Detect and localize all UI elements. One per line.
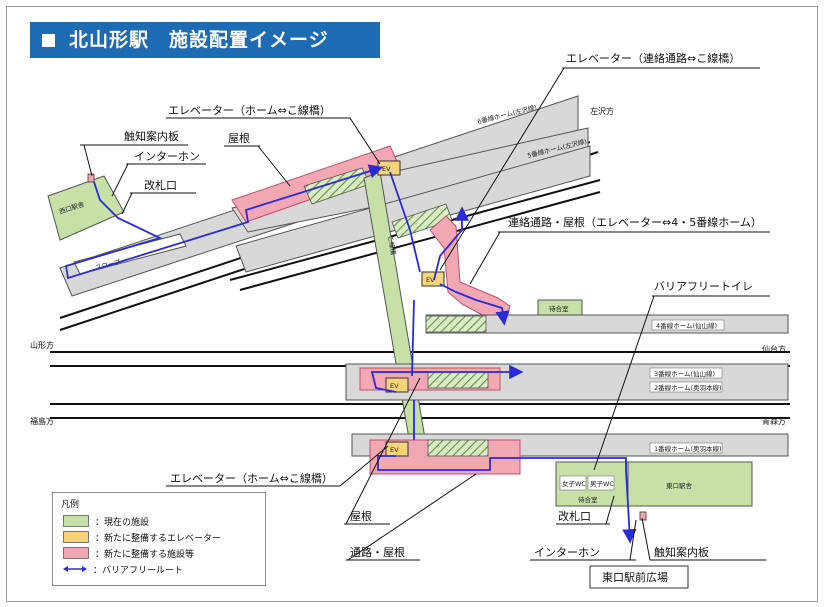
legend-row-elevator: ：新たに整備するエレベーター [63, 531, 222, 544]
label-platform-4: 4番線ホーム(仙山線) [656, 321, 717, 330]
legend: 凡例 ：現在の施設 ：新たに整備するエレベーター ：新たに整備する施設等 ：バリ… [52, 492, 266, 586]
platform-4-sign [651, 319, 725, 331]
callout-ev-link: エレベーター（連絡通路⇔こ線橋） [566, 51, 740, 65]
direction-yamagata: 山形方 [30, 340, 54, 350]
title-bar: 北山形駅 施設配置イメージ [30, 22, 380, 58]
label-east-building: 東口駅舎 [666, 481, 693, 490]
ev-link: EV [421, 271, 445, 287]
ev-3-label: EV [390, 382, 399, 390]
callout-gate-east: 改札口 [558, 509, 591, 523]
stairs-3 [427, 371, 489, 389]
page-title: 北山形駅 施設配置イメージ [69, 29, 329, 51]
waiting-room-upper [537, 299, 583, 316]
callout-tactile-west: 触知案内板 [124, 129, 179, 143]
legend-swatch-elevator [63, 531, 89, 543]
stairs-5 [391, 203, 453, 239]
ev-upper: EV [377, 160, 401, 176]
label-platform-1: 1番線ホーム(奥羽本線) [654, 444, 722, 453]
direction-fukushima: 福島方 [30, 416, 54, 426]
legend-row-route: ：バリアフリールート [63, 563, 184, 576]
label-wc-f: 女子WC [562, 479, 586, 488]
label-platform-2: 2番線ホーム(奥羽本線) [654, 383, 722, 392]
platform-3-sign [649, 367, 723, 379]
label-east-plaza: 東口駅前広場 [602, 570, 668, 584]
direction-sendai: 仙台方 [762, 344, 786, 354]
callout-passage-roof: 通路・屋根 [350, 545, 405, 559]
callout-barrier-free-toilet: バリアフリートイレ [654, 280, 753, 293]
womens-wc [559, 475, 587, 491]
label-bridge: こ線橋 [386, 235, 398, 256]
callout-intercom-west: インターホン [134, 150, 200, 163]
ev-platform-1: EV [385, 441, 409, 457]
callout-gate-west: 改札口 [144, 178, 177, 192]
legend-row-existing: ：現在の施設 [63, 515, 150, 528]
east-plaza-box [589, 565, 689, 589]
tactile-board-east [639, 511, 647, 521]
callout-intercom-east: インターホン [534, 546, 600, 559]
platform-1-sign [649, 442, 723, 454]
tactile-board-west [87, 173, 95, 183]
legend-label-route: ：バリアフリールート [93, 565, 184, 576]
stairs-1 [427, 439, 489, 457]
legend-label-existing: ：現在の施設 [95, 517, 150, 528]
legend-label-new-facility: ：新たに整備する施設等 [95, 549, 195, 560]
direction-aomori: 青森方 [762, 416, 786, 426]
callout-link-roof: 連絡通路・屋根（エレベーター⇔4・5番線ホーム） [508, 215, 762, 229]
label-waiting-upper: 待合室 [549, 304, 569, 313]
label-platform-3: 3番線ホーム(仙山線) [654, 369, 715, 378]
direction-sawa: 左沢方 [590, 106, 614, 116]
ev-1-label: EV [390, 446, 399, 454]
ev-link-label: EV [426, 276, 435, 284]
west-station-building [47, 175, 125, 241]
platform-5 [235, 145, 591, 273]
callout-tactile-east: 触知案内板 [654, 545, 709, 559]
callout-leaders [80, 67, 770, 561]
double-arrow-icon [63, 564, 87, 574]
ev-upper-label: EV [382, 165, 391, 173]
legend-row-new-facility: ：新たに整備する施設等 [63, 547, 195, 560]
label-waiting-lower: 待合室 [578, 495, 598, 504]
mens-wc [587, 475, 615, 491]
callout-roof-west: 屋根 [228, 131, 250, 145]
callout-ev-upper: エレベーター（ホーム⇔こ線橋） [168, 103, 331, 117]
ev-platform-3: EV [385, 377, 409, 393]
legend-swatch-existing [63, 515, 89, 527]
callout-roof-lower: 屋根 [350, 509, 372, 523]
legend-title: 凡例 [61, 500, 80, 510]
legend-swatch-new-facility [63, 547, 89, 559]
barrier-free-routes [64, 164, 637, 544]
label-wc-m: 男子WC [590, 480, 614, 488]
stairs-4 [425, 315, 487, 333]
square-icon [42, 34, 55, 47]
platform-2-sign [649, 381, 723, 393]
callout-ev-lower: エレベーター（ホーム⇔こ線橋） [170, 471, 333, 485]
legend-label-elevator: ：新たに整備するエレベーター [95, 533, 222, 544]
